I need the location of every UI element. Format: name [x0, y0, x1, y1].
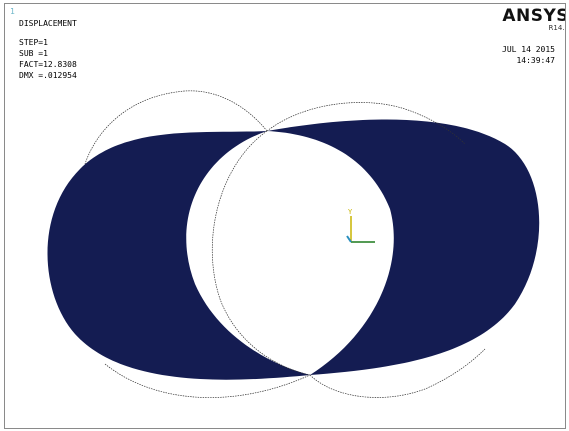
- triad-z-axis: [346, 235, 352, 243]
- coordinate-triad: Y X: [346, 208, 382, 246]
- release-version: R14.5: [548, 24, 565, 32]
- max-displacement-value: DMX =.012954: [19, 71, 77, 80]
- undeformed-inner-arc: [211, 130, 311, 376]
- triad-y-label: Y: [348, 208, 353, 216]
- step-value: STEP=1: [19, 38, 48, 47]
- plot-title: DISPLACEMENT: [19, 19, 77, 28]
- graphics-window[interactable]: 1 DISPLACEMENT STEP=1 SUB =1 FACT=12.830…: [4, 3, 566, 429]
- displacement-plot[interactable]: Y X: [5, 4, 565, 428]
- substep-value: SUB =1: [19, 49, 48, 58]
- plot-info-legend: DISPLACEMENT STEP=1 SUB =1 FACT=12.8308 …: [19, 18, 77, 81]
- undeformed-right-circle: [309, 348, 486, 398]
- brand-name: ANSYS: [502, 6, 566, 26]
- undeformed-left-bottom: [104, 363, 311, 398]
- timestamp: JUL 14 2015 14:39:47: [502, 44, 555, 66]
- ansys-logo: ANSYS R14.5: [502, 6, 566, 32]
- deformed-mesh: [47, 119, 540, 380]
- undeformed-left-circle: [84, 90, 268, 165]
- plot-date: JUL 14 2015: [502, 45, 555, 54]
- window-number: 1: [10, 7, 15, 16]
- triad-x-label: X: [377, 237, 382, 246]
- undeformed-outline: [84, 90, 486, 398]
- undeformed-right-top: [266, 102, 466, 145]
- plot-time: 14:39:47: [516, 56, 555, 65]
- scale-factor-value: FACT=12.8308: [19, 60, 77, 69]
